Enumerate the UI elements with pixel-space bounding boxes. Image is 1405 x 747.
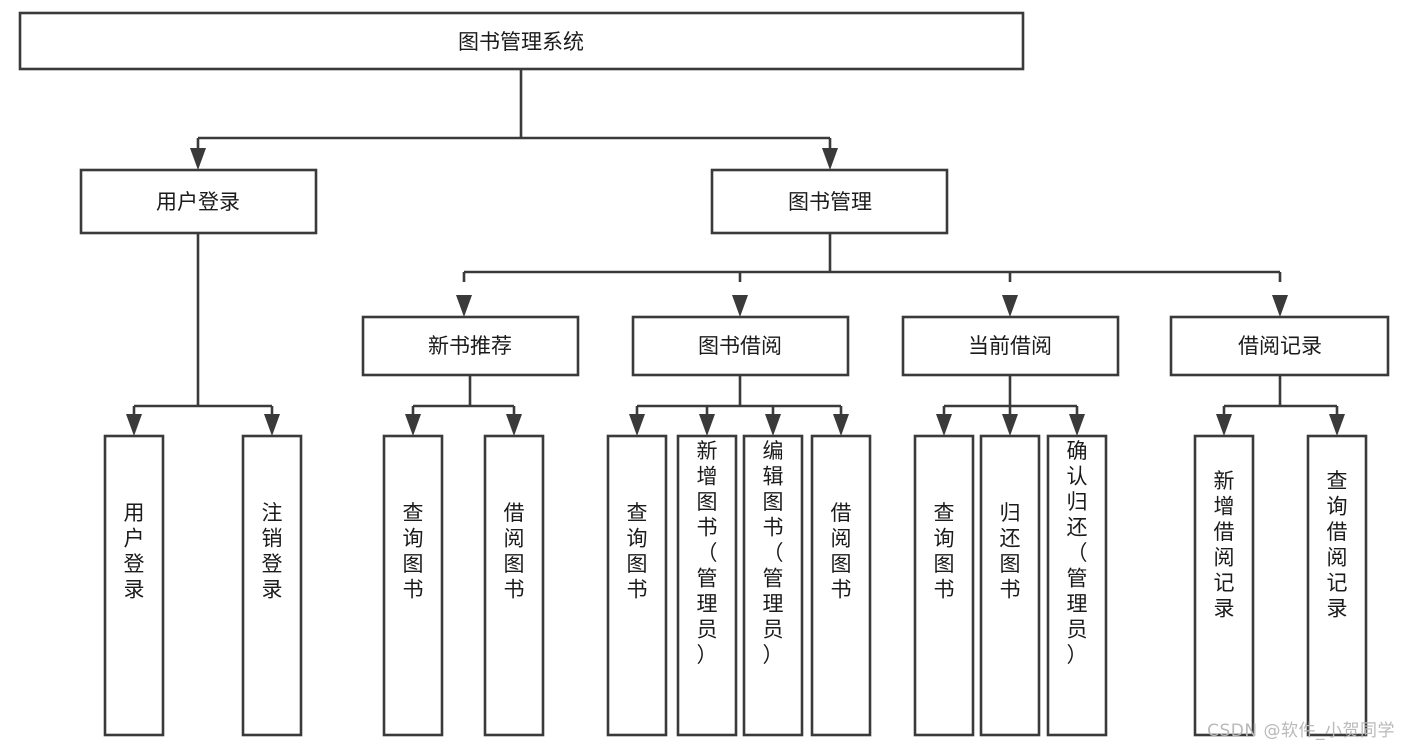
connector-group-login-to-leaves: [126, 233, 280, 436]
arrow-to-leaf-11: [1069, 414, 1085, 436]
node-root[interactable]: 图书管理系统: [18, 11, 1025, 71]
node-leaf-6-box[interactable]: [676, 434, 738, 737]
node-borrow-box[interactable]: [631, 315, 850, 377]
arrow-to-leaf-8: [833, 414, 849, 436]
node-leaf-7-label: 编辑图书（管理员）: [763, 439, 784, 667]
node-root-label: 图书管理系统: [458, 30, 584, 54]
node-bookmgmt-label: 图书管理: [788, 190, 872, 214]
node-records-box[interactable]: [1169, 315, 1390, 377]
node-leaf-2-label: 注销登录: [262, 501, 283, 602]
connector-group-records-to-leaves: [1216, 375, 1345, 436]
node-newbook-label: 新书推荐: [428, 334, 512, 358]
node-leaf-5[interactable]: 查询图书: [606, 434, 668, 737]
node-leaf-10-box[interactable]: [979, 434, 1041, 737]
node-leaf-3-label: 查询图书: [403, 501, 424, 602]
node-leaf-9-label: 查询图书: [934, 501, 955, 602]
connector-group-current-to-leaves: [936, 375, 1085, 436]
node-leaf-8-label: 借阅图书: [831, 501, 852, 602]
node-leaf-2-box[interactable]: [241, 434, 303, 737]
node-leaf-4[interactable]: 借阅图书: [483, 434, 545, 737]
connector-group-bookmgmt-to-level3: [456, 233, 1288, 317]
node-leaf-7[interactable]: 编辑图书（管理员）: [742, 434, 804, 737]
node-current-box[interactable]: [901, 315, 1120, 377]
node-leaf-12-label: 新增借阅记录: [1214, 469, 1235, 621]
node-bookmgmt[interactable]: 图书管理: [710, 168, 949, 235]
node-leaf-5-label: 查询图书: [627, 501, 648, 602]
node-current-label: 当前借阅: [968, 334, 1052, 358]
node-leaf-3[interactable]: 查询图书: [382, 434, 444, 737]
arrow-to-leaf-13: [1329, 414, 1345, 436]
connector-group-newbook-to-leaves: [405, 375, 522, 436]
arrow-to-login: [190, 148, 206, 170]
arrow-to-borrow: [732, 295, 748, 317]
arrow-to-current: [1002, 295, 1018, 317]
node-leaf-8-box[interactable]: [810, 434, 872, 737]
node-leaf-13[interactable]: 查询借阅记录: [1306, 434, 1368, 737]
node-leaf-7-box[interactable]: [742, 434, 804, 737]
connector-group-root-to-level2: [190, 69, 838, 170]
node-leaf-4-box[interactable]: [483, 434, 545, 737]
node-leaf-11-label: 确认归还（管理员）: [1067, 439, 1088, 667]
node-leaf-1-box[interactable]: [103, 434, 165, 737]
node-newbook-box[interactable]: [361, 315, 580, 377]
node-leaf-1[interactable]: 用户登录: [103, 434, 165, 737]
arrow-to-bookmgmt: [822, 148, 838, 170]
arrow-to-records: [1272, 295, 1288, 317]
arrow-to-leaf-2: [264, 414, 280, 436]
arrow-to-leaf-12: [1216, 414, 1232, 436]
node-leaf-3-box[interactable]: [382, 434, 444, 737]
node-leaf-5-box[interactable]: [606, 434, 668, 737]
node-leaf-9[interactable]: 查询图书: [913, 434, 975, 737]
node-login-label: 用户登录: [156, 190, 240, 214]
node-current[interactable]: 当前借阅: [901, 315, 1120, 377]
node-borrow-label: 图书借阅: [698, 334, 782, 358]
node-leaf-9-box[interactable]: [913, 434, 975, 737]
node-leaf-8[interactable]: 借阅图书: [810, 434, 872, 737]
node-newbook[interactable]: 新书推荐: [361, 315, 580, 377]
arrow-to-leaf-5: [629, 414, 645, 436]
node-leaf-4-label: 借阅图书: [504, 501, 525, 602]
csdn-watermark: CSDN @软件_小贺同学: [1207, 721, 1395, 741]
arrow-to-leaf-10: [1002, 414, 1018, 436]
node-leaf-10[interactable]: 归还图书: [979, 434, 1041, 737]
node-login[interactable]: 用户登录: [79, 168, 318, 235]
node-login-box[interactable]: [79, 168, 318, 235]
arrow-to-newbook: [456, 295, 472, 317]
node-records[interactable]: 借阅记录: [1169, 315, 1390, 377]
node-leaf-11[interactable]: 确认归还（管理员）: [1046, 434, 1108, 737]
node-leaf-2[interactable]: 注销登录: [241, 434, 303, 737]
node-leaf-6-label: 新增图书（管理员）: [697, 439, 718, 667]
node-root-box[interactable]: [18, 11, 1025, 71]
arrow-to-leaf-3: [405, 414, 421, 436]
node-leaf-13-label: 查询借阅记录: [1327, 469, 1348, 621]
node-bookmgmt-box[interactable]: [710, 168, 949, 235]
node-records-label: 借阅记录: [1238, 334, 1322, 358]
node-leaf-6[interactable]: 新增图书（管理员）: [676, 434, 738, 737]
node-leaf-10-label: 归还图书: [1000, 501, 1021, 602]
node-leaf-1-label: 用户登录: [124, 501, 145, 602]
node-borrow[interactable]: 图书借阅: [631, 315, 850, 377]
connector-group-borrow-to-leaves: [629, 375, 849, 436]
node-leaf-12[interactable]: 新增借阅记录: [1193, 434, 1255, 737]
node-leaf-13-box[interactable]: [1306, 434, 1368, 737]
arrow-to-leaf-4: [506, 414, 522, 436]
node-leaf-11-box[interactable]: [1046, 434, 1108, 737]
arrow-to-leaf-9: [936, 414, 952, 436]
arrow-to-leaf-1: [126, 414, 142, 436]
arrow-to-leaf-7: [765, 414, 781, 436]
node-leaf-12-box[interactable]: [1193, 434, 1255, 737]
arrow-to-leaf-6: [699, 414, 715, 436]
